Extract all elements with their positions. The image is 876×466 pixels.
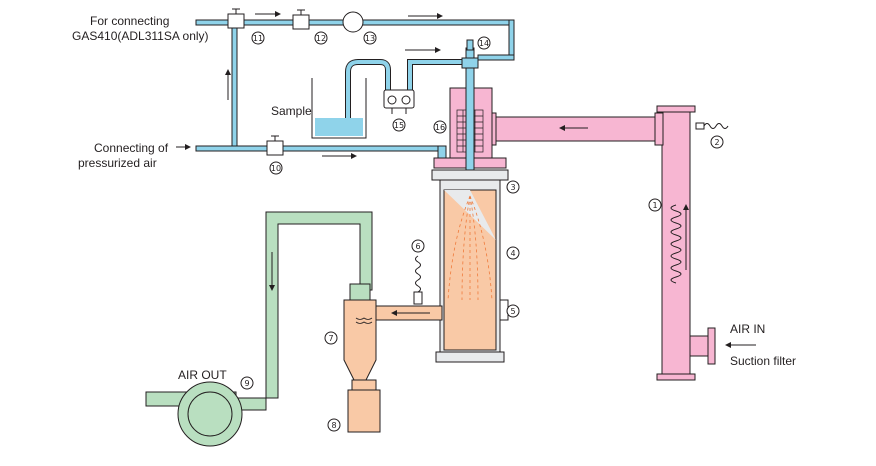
pressurized-air-label-line1: Connecting of (94, 141, 169, 155)
pressurized-air-valve (266, 135, 284, 156)
callout-2: 2 (710, 135, 724, 149)
callout-5: 5 (506, 304, 520, 318)
air-out-label: AIR OUT (178, 368, 227, 382)
callout-6: 6 (411, 239, 425, 253)
pressurized-air-label-line2: pressurized air (78, 156, 157, 170)
callout-8: 8 (327, 418, 341, 432)
flow-arrows (176, 11, 756, 348)
gas-connection-label-line1: For connecting (90, 14, 170, 28)
callout-10: 10 (269, 161, 283, 175)
needle-valve (292, 9, 310, 30)
svg-text:12: 12 (316, 34, 326, 43)
svg-text:11: 11 (253, 34, 263, 43)
pressure-gauge (342, 11, 364, 33)
callout-1: 1 (648, 198, 662, 212)
svg-text:3: 3 (510, 183, 515, 192)
svg-text:8: 8 (331, 421, 336, 430)
callout-15: 15 (392, 118, 406, 132)
svg-text:9: 9 (244, 379, 249, 388)
callout-3: 3 (506, 180, 520, 194)
sample-beaker (311, 78, 367, 139)
heater-coil (670, 204, 689, 284)
svg-text:13: 13 (365, 34, 375, 43)
svg-text:6: 6 (415, 242, 420, 251)
svg-text:4: 4 (510, 249, 515, 258)
gas-connection-label-line2: GAS410(ADL311SA only) (72, 29, 209, 43)
callout-12: 12 (314, 31, 328, 45)
callout-13: 13 (363, 31, 377, 45)
svg-text:14: 14 (479, 39, 489, 48)
outlet-temperature-sensor (413, 255, 423, 305)
air-in-label: AIR IN (730, 322, 766, 336)
callout-9: 9 (240, 376, 254, 390)
gas-valve (227, 8, 245, 29)
cyclone-coil (355, 317, 373, 324)
callout-4: 4 (506, 246, 520, 260)
exhaust-piping (145, 211, 373, 447)
svg-text:7: 7 (328, 334, 333, 343)
svg-text:5: 5 (510, 307, 515, 316)
svg-text:2: 2 (714, 138, 719, 147)
svg-text:1: 1 (652, 201, 657, 210)
spray-cone (447, 195, 493, 301)
sample-label: Sample (271, 104, 312, 118)
callout-7: 7 (324, 331, 338, 345)
suction-filter-label: Suction filter (730, 354, 797, 368)
callout-14: 14 (477, 36, 491, 50)
peristaltic-pump (383, 89, 415, 114)
temperature-sensor (695, 122, 729, 130)
cyclone (343, 299, 443, 433)
svg-text:15: 15 (394, 121, 404, 130)
callout-16: 16 (433, 120, 447, 134)
svg-text:16: 16 (435, 123, 445, 132)
svg-text:10: 10 (271, 164, 281, 173)
callout-11: 11 (251, 31, 265, 45)
